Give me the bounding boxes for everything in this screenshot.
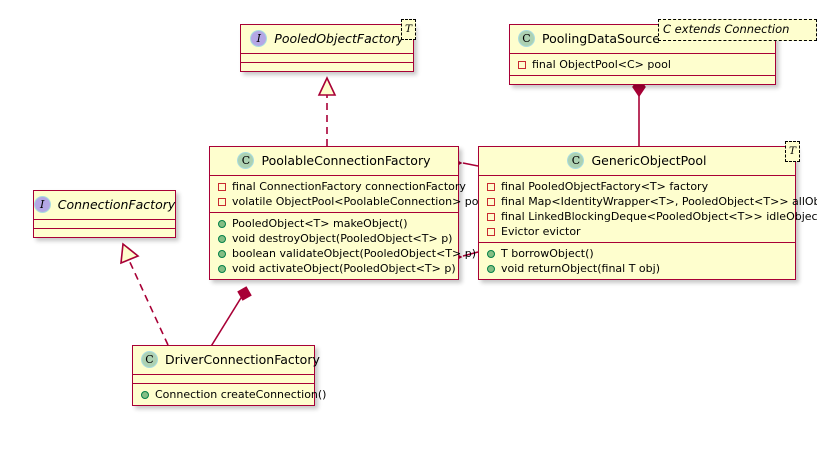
fields-compartment xyxy=(34,219,175,228)
private-field-icon xyxy=(218,182,226,191)
public-method-icon xyxy=(487,249,495,258)
class-icon: C xyxy=(567,152,585,169)
interface-icon: I xyxy=(33,196,51,213)
class-name-label: DriverConnectionFactory xyxy=(165,352,320,367)
class-title-connection-factory: I ConnectionFactory xyxy=(33,191,176,219)
method-row: void activateObject(PooledObject<T> p) xyxy=(216,261,456,276)
interface-icon: I xyxy=(250,30,268,47)
private-field-icon xyxy=(487,227,495,236)
class-box-pooled-object-factory[interactable]: I PooledObjectFactory xyxy=(240,24,414,72)
class-box-driver-connection-factory[interactable]: C DriverConnectionFactory Connection cre… xyxy=(132,345,326,406)
fields-compartment xyxy=(241,53,413,62)
generic-param-pooling-data-source: C extends Connection xyxy=(658,19,817,41)
field-row: Evictor evictor xyxy=(485,224,789,239)
class-icon: C xyxy=(237,152,255,169)
field-label: final LinkedBlockingDeque<PooledObject<T… xyxy=(501,210,817,223)
public-method-icon xyxy=(218,234,226,243)
private-field-icon xyxy=(487,212,495,221)
composition-poolingdatasource-to-genericobjectpool xyxy=(632,76,646,146)
method-label: void returnObject(final T obj) xyxy=(501,262,660,275)
method-label: PooledObject<T> makeObject() xyxy=(232,217,408,230)
class-title-driver-connection-factory: C DriverConnectionFactory xyxy=(133,346,320,374)
class-box-generic-object-pool[interactable]: C GenericObjectPool final PooledObjectFa… xyxy=(478,146,817,280)
field-label: final ObjectPool<C> pool xyxy=(532,58,671,71)
realization-driverconnectionfactory-to-connectionfactory xyxy=(120,242,169,346)
method-row: void destroyObject(PooledObject<T> p) xyxy=(216,231,452,246)
field-row: final ConnectionFactory connectionFactor… xyxy=(216,179,466,194)
fields-compartment: final PooledObjectFactory<T> factory fin… xyxy=(479,175,817,242)
class-title-poolable-connection-factory: C PoolableConnectionFactory xyxy=(210,147,458,175)
public-method-icon xyxy=(487,264,495,273)
public-method-icon xyxy=(218,219,226,228)
field-label: final Map<IdentityWrapper<T>, PooledObje… xyxy=(501,195,817,208)
method-label: Connection createConnection() xyxy=(155,388,327,401)
method-label: boolean validateObject(PooledObject<T> p… xyxy=(232,247,477,260)
field-row: volatile ObjectPool<PoolableConnection> … xyxy=(216,194,488,209)
class-name-label: PooledObjectFactory xyxy=(274,31,404,46)
field-label: volatile ObjectPool<PoolableConnection> … xyxy=(232,195,489,208)
class-box-poolable-connection-factory[interactable]: C PoolableConnectionFactory final Connec… xyxy=(209,146,488,280)
method-row: T borrowObject() xyxy=(485,246,789,261)
fields-compartment: final ObjectPool<C> pool xyxy=(510,53,775,75)
public-method-icon xyxy=(141,390,149,399)
methods-compartment xyxy=(510,75,775,84)
class-box-connection-factory[interactable]: I ConnectionFactory xyxy=(33,190,176,238)
methods-compartment xyxy=(241,62,413,71)
class-name-label: GenericObjectPool xyxy=(591,153,707,168)
class-name-label: PoolableConnectionFactory xyxy=(261,153,431,168)
class-icon: C xyxy=(141,351,158,368)
fields-compartment: final ConnectionFactory connectionFactor… xyxy=(210,175,488,212)
methods-compartment: T borrowObject() void returnObject(final… xyxy=(479,242,795,279)
class-title-generic-object-pool: C GenericObjectPool xyxy=(479,147,795,175)
method-row: PooledObject<T> makeObject() xyxy=(216,216,452,231)
method-label: void destroyObject(PooledObject<T> p) xyxy=(232,232,453,245)
field-row: final PooledObjectFactory<T> factory xyxy=(485,179,789,194)
method-row: boolean validateObject(PooledObject<T> p… xyxy=(216,246,476,261)
field-label: final PooledObjectFactory<T> factory xyxy=(501,180,709,193)
field-row: final LinkedBlockingDeque<PooledObject<T… xyxy=(485,209,817,224)
class-name-label: ConnectionFactory xyxy=(57,197,176,212)
realization-poolable-to-pooledobjectfactory xyxy=(317,76,337,146)
private-field-icon xyxy=(487,197,495,206)
method-row: Connection createConnection() xyxy=(139,387,326,402)
methods-compartment: PooledObject<T> makeObject() void destro… xyxy=(210,212,476,279)
public-method-icon xyxy=(218,264,226,273)
field-row: final ObjectPool<C> pool xyxy=(516,57,769,72)
class-name-label: PoolingDataSource xyxy=(542,31,660,46)
methods-compartment xyxy=(34,228,175,237)
private-field-icon xyxy=(518,60,526,69)
field-label: final ConnectionFactory connectionFactor… xyxy=(232,180,466,193)
public-method-icon xyxy=(218,249,226,258)
class-title-pooled-object-factory: I PooledObjectFactory xyxy=(241,25,413,53)
generic-param-generic-object-pool: T xyxy=(785,141,800,162)
class-icon: C xyxy=(518,30,535,47)
field-row: final Map<IdentityWrapper<T>, PooledObje… xyxy=(485,194,817,209)
method-label: void activateObject(PooledObject<T> p) xyxy=(232,262,456,275)
private-field-icon xyxy=(487,182,495,191)
generic-param-pooled-object-factory: T xyxy=(401,19,416,40)
methods-compartment: Connection createConnection() xyxy=(133,383,326,405)
field-label: Evictor evictor xyxy=(501,225,581,238)
class-title-pooling-data-source: C PoolingDataSource xyxy=(510,25,775,53)
private-field-icon xyxy=(218,197,226,206)
method-row: void returnObject(final T obj) xyxy=(485,261,789,276)
method-label: T borrowObject() xyxy=(501,247,594,260)
fields-compartment xyxy=(133,374,314,383)
composition-poolableconnectionfactory-to-driverconnectionfactory xyxy=(209,286,252,349)
